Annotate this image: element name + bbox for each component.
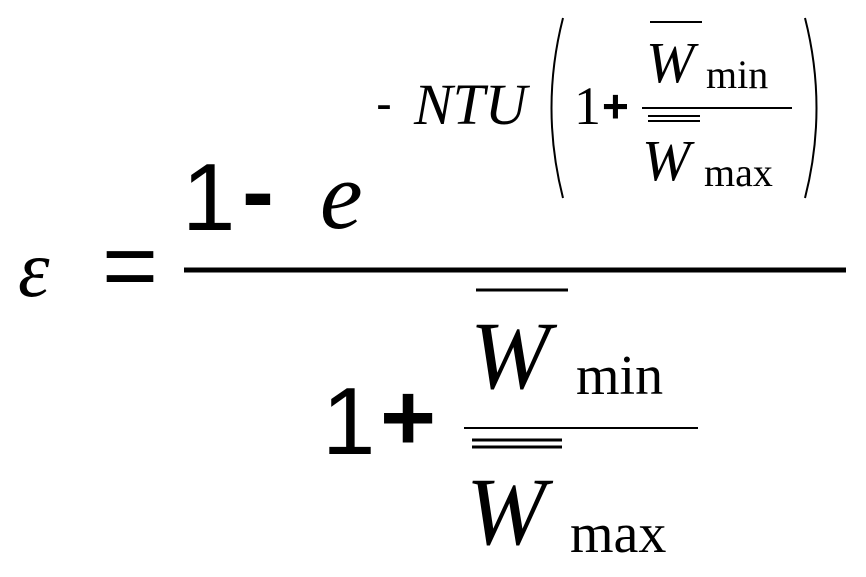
denominator-sub-max: max [570,503,666,565]
lhs-epsilon: ε [18,226,50,314]
denominator-sub-min: min [576,345,663,407]
denominator-w-top: W [470,302,558,409]
denominator-one: 1 [322,368,375,475]
exponent-minus: - [376,78,392,131]
exponent-w-bottom: W [642,128,695,193]
exponent-plus: + [602,80,629,132]
exponent-left-paren [550,17,564,199]
exponent-right-paren [804,17,818,199]
numerator-one: 1 [182,144,235,251]
numerator-minus: - [242,138,274,245]
exponent-sub-max: max [704,150,773,195]
exponent-ntu: NTU [413,72,531,137]
denominator-w-bottom: W [466,458,554,565]
equals-sign: = [102,212,158,319]
denominator-plus: + [380,364,436,471]
exponent-sub-min: min [706,52,768,97]
numerator-base-e: e [320,142,363,249]
exponent-one: 1 [574,76,601,136]
exponent-w-top: W [646,30,699,95]
